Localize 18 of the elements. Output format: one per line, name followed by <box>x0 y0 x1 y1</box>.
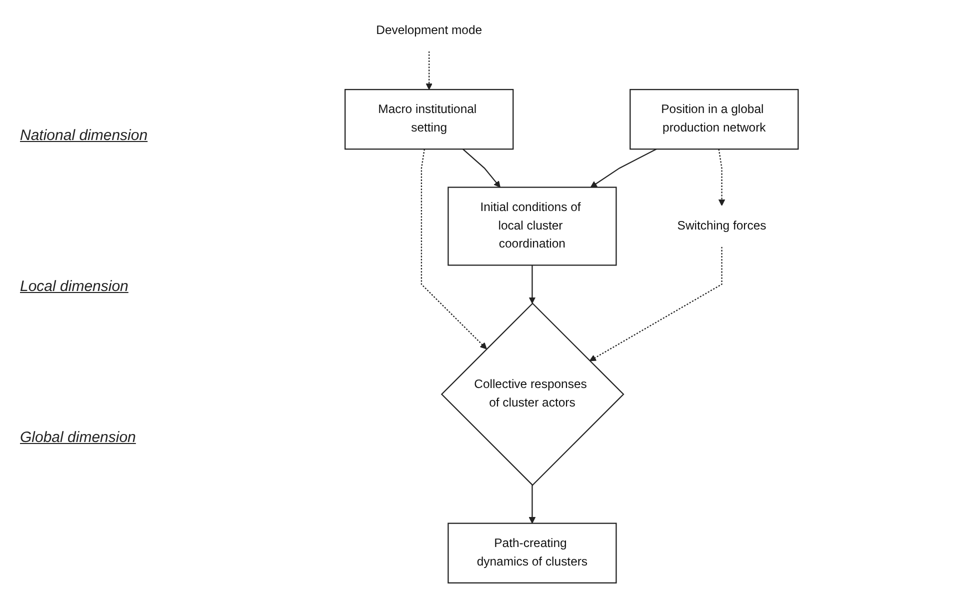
dimension-label: National dimension <box>20 127 149 144</box>
dimension-label: Global dimension <box>20 429 137 446</box>
arrow <box>529 265 536 304</box>
arrow <box>718 149 726 206</box>
node-box: Path-creating dynamics of clusters <box>448 522 618 584</box>
node-text: Development mode <box>376 24 482 37</box>
arrow <box>590 148 658 188</box>
node-box: Position in a global production network <box>630 88 800 150</box>
arrow <box>426 51 433 90</box>
node-box: Initial conditions of local cluster coordination <box>448 186 618 266</box>
dimension-label: Local dimension <box>20 278 130 295</box>
arrow <box>421 149 488 350</box>
node-diamond: Collective responses of cluster actors <box>441 302 625 486</box>
arrow <box>590 246 723 362</box>
arrow <box>462 148 501 188</box>
node-text: Switching forces <box>678 219 767 232</box>
node-box: Macro institutional setting <box>344 88 514 150</box>
arrow <box>529 485 536 524</box>
